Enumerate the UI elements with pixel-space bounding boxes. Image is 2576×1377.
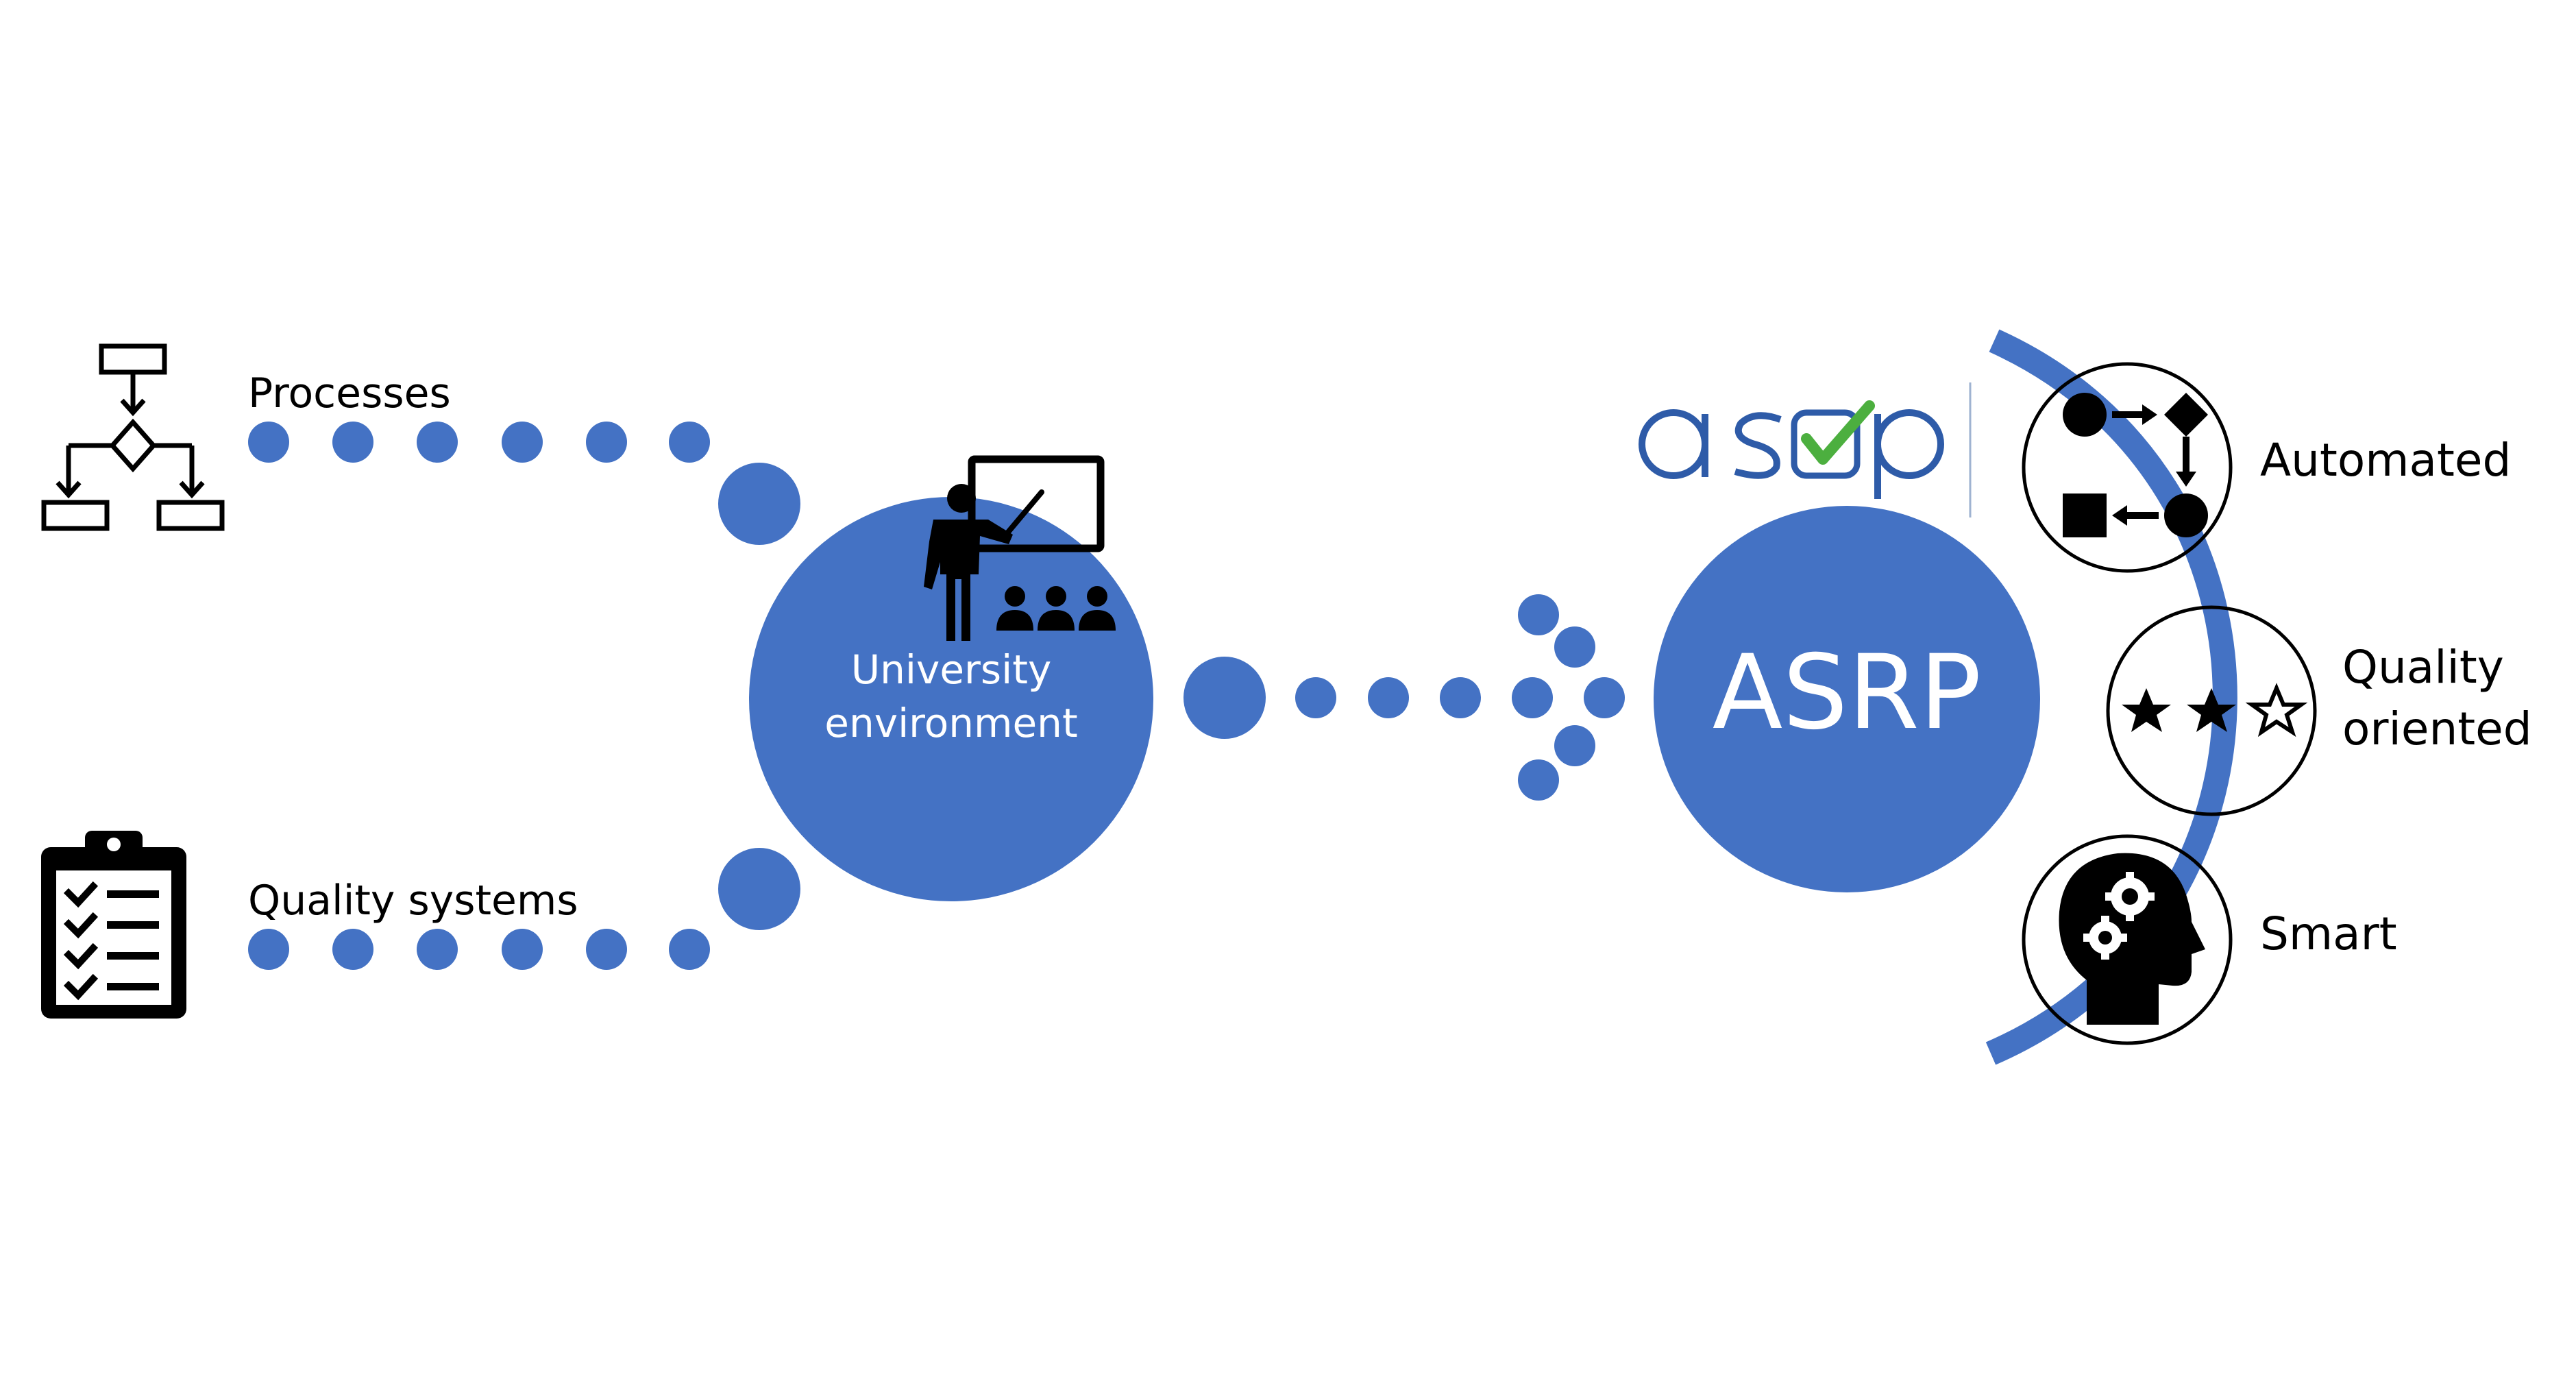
checkmark-icon [1791, 400, 1875, 479]
automated-icon-circle [2022, 362, 2233, 573]
clipboard-checklist-icon [41, 831, 186, 1019]
star-filled [2187, 688, 2236, 732]
asvp-logo: asvp [1639, 382, 1972, 517]
smart-icon-circle [2022, 834, 2233, 1045]
workflow-shapes-icon [2063, 393, 2208, 537]
quality-oriented-label-line2: oriented [2342, 703, 2532, 755]
asrp-node [1654, 506, 2040, 892]
smart-label: Smart [2260, 907, 2397, 960]
asrp-label: ASRP [1713, 633, 1982, 753]
quality-systems-connector [248, 848, 800, 970]
rating-stars-icon [2122, 683, 2308, 738]
university-environment-label-line1: University [851, 646, 1052, 693]
hub-to-asrp-arrow [1183, 594, 1625, 801]
university-environment-label-line2: environment [824, 700, 1077, 746]
teacher-presentation-icon [924, 455, 1116, 641]
quality-oriented-label-line1: Quality [2342, 641, 2504, 694]
quality-oriented-icon-circle [2106, 605, 2317, 816]
processes-connector [248, 422, 800, 545]
star-outline [2245, 683, 2308, 738]
star-filled [2122, 688, 2171, 732]
head-gears-icon [2059, 853, 2205, 1025]
automated-label: Automated [2260, 434, 2511, 487]
processes-label: Processes [248, 369, 451, 417]
flowchart-icon [41, 343, 225, 531]
quality-systems-label: Quality systems [248, 877, 578, 925]
